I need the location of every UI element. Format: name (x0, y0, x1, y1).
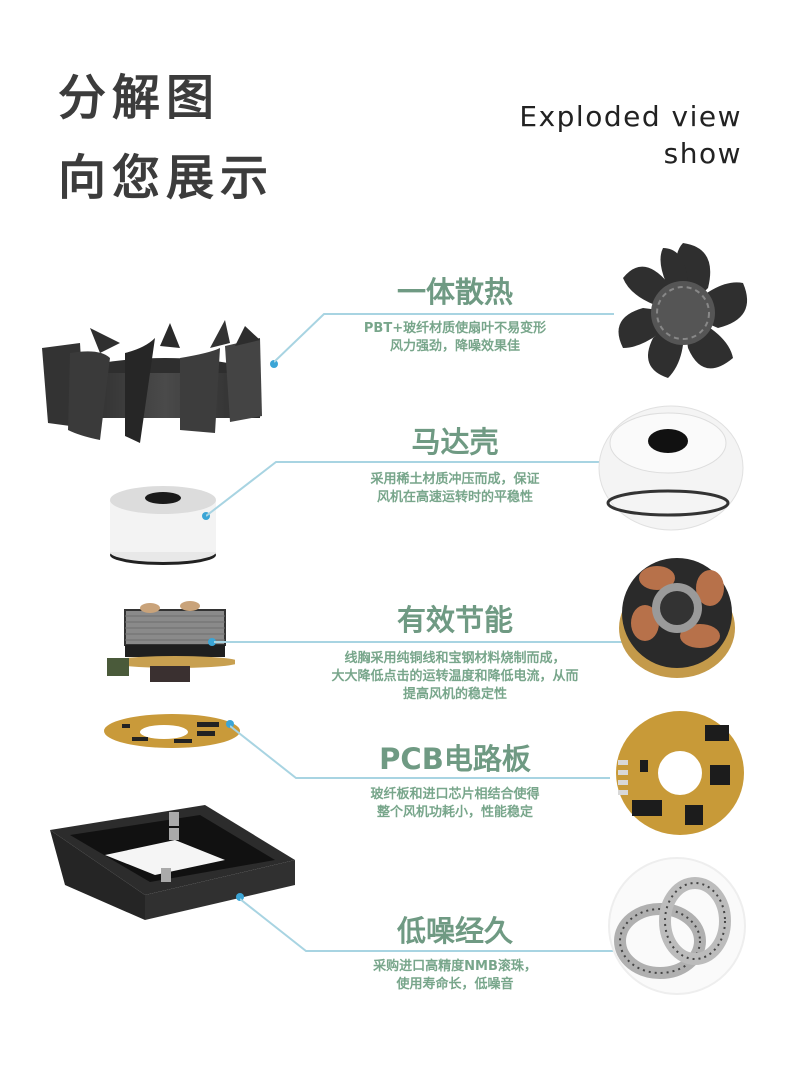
motor-housing-exploded-image (108, 482, 218, 567)
feature-title-integrated-cooling: 一体散热 (396, 275, 513, 309)
desc-line: 整个风机功耗小，性能稳定 (376, 805, 533, 820)
feature-desc-energy-saving: 线胸采用纯铜线和宝钢材料烧制而成， 大大降低点击的运转温度和降低电流，从而 提高… (300, 650, 610, 704)
leader-dot-3 (208, 638, 216, 646)
fan-frame-exploded-image (45, 800, 300, 925)
leader-line-4 (230, 725, 610, 779)
page-title-line1: 分解图 (58, 70, 221, 126)
desc-line: 采用稀土材质冲压而成，保证 (370, 472, 540, 487)
leader-line-1 (274, 313, 614, 363)
feature-title-low-noise: 低噪经久 (396, 914, 513, 948)
fan-blade-exploded-image (40, 318, 290, 443)
feature-desc-integrated-cooling: PBT+玻纤材质使扇叶不易变形 风力强劲，降噪效果佳 (340, 320, 570, 356)
fan-impeller-image (608, 238, 758, 388)
stator-coil-image (615, 548, 745, 683)
desc-line: 提高风机的稳定性 (402, 687, 507, 702)
desc-line: 线胸采用纯铜线和宝钢材料烧制而成， (344, 651, 566, 666)
feature-title-pcb: PCB电路板 (379, 742, 531, 776)
leader-line-3 (214, 641, 624, 643)
desc-line: 使用寿命长，低噪音 (396, 977, 514, 992)
pcb-exploded-image (102, 712, 242, 750)
desc-line: 风力强劲，降噪效果佳 (389, 339, 520, 354)
feature-title-energy-saving: 有效节能 (396, 603, 513, 637)
pcb-board-image (610, 705, 750, 840)
stator-coil-exploded-image (105, 600, 235, 685)
desc-line: PBT+玻纤材质使扇叶不易变形 (363, 321, 547, 336)
ball-bearing-image (605, 856, 750, 996)
desc-line: 风机在高速运转时的平稳性 (376, 490, 533, 505)
leader-line-2 (206, 461, 606, 517)
desc-line: 玻纤板和进口芯片相结合使得 (370, 787, 540, 802)
leader-dot-1 (270, 360, 278, 368)
feature-desc-pcb: 玻纤板和进口芯片相结合使得 整个风机功耗小，性能稳定 (340, 786, 570, 822)
feature-title-motor-housing: 马达壳 (411, 425, 499, 459)
desc-line: 采购进口高精度NMB滚珠， (373, 959, 537, 974)
leader-dot-4 (226, 720, 234, 728)
motor-housing-image (596, 403, 746, 533)
feature-desc-low-noise: 采购进口高精度NMB滚珠， 使用寿命长，低噪音 (340, 958, 570, 994)
subtitle-line2: show (663, 137, 742, 170)
leader-dot-5 (236, 893, 244, 901)
feature-desc-motor-housing: 采用稀土材质冲压而成，保证 风机在高速运转时的平稳性 (340, 471, 570, 507)
page-title-line2: 向您展示 (58, 150, 275, 206)
desc-line: 大大降低点击的运转温度和降低电流，从而 (331, 669, 579, 684)
leader-line-5 (240, 898, 620, 952)
page-subtitle: Exploded view show (519, 98, 742, 172)
subtitle-line1: Exploded view (519, 100, 742, 133)
